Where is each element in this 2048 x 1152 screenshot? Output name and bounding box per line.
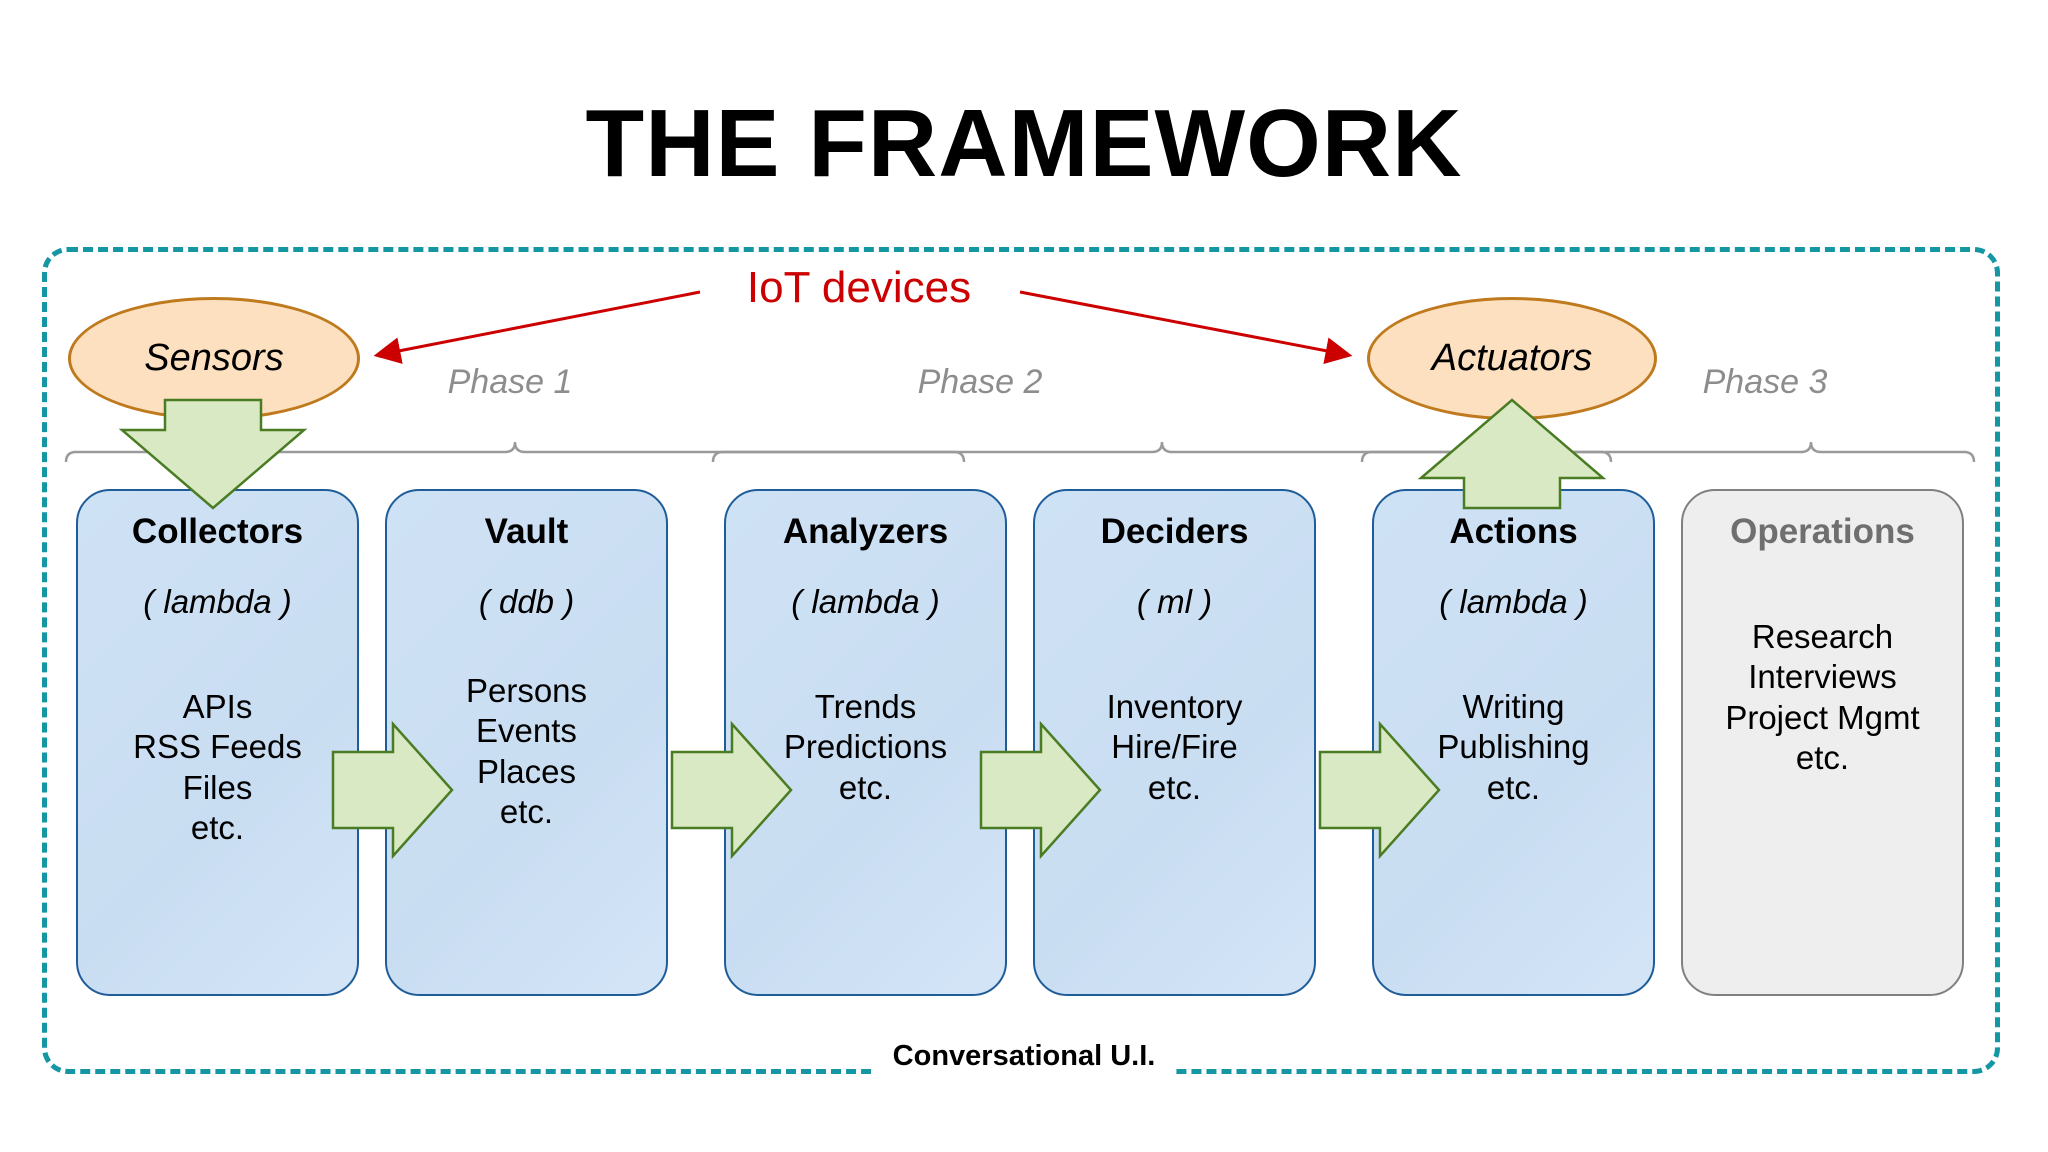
list-item: Predictions (783, 728, 948, 766)
list-item: etc. (1147, 768, 1202, 806)
phase-label-3: Phase 3 (1702, 363, 1828, 401)
column-items: Writing Publishing etc. (1374, 687, 1653, 808)
list-item: Publishing (1437, 728, 1590, 766)
column-operations[interactable]: Operations Research Interviews Project M… (1681, 489, 1964, 996)
column-items: Persons Events Places etc. (387, 671, 666, 832)
list-item: Inventory (1106, 688, 1243, 725)
column-subtitle: ( lambda ) (791, 582, 940, 620)
column-title: Vault (484, 512, 569, 551)
phase-label-1: Phase 1 (447, 363, 573, 401)
list-item: Events (476, 712, 577, 750)
column-subtitle: ( lambda ) (1439, 582, 1588, 620)
page-title: THE FRAMEWORK (585, 90, 1463, 197)
list-item: Research (1751, 618, 1894, 655)
column-items: Inventory Hire/Fire etc. (1035, 687, 1314, 808)
column-subtitle: ( ml ) (1136, 582, 1213, 620)
column-title: Analyzers (782, 512, 949, 551)
actuators-label: Actuators (1431, 337, 1593, 379)
sensors-label: Sensors (144, 337, 284, 379)
list-item: etc. (838, 768, 893, 806)
list-item: APIs (182, 688, 253, 725)
column-subtitle: ( lambda ) (143, 582, 292, 620)
column-title: Operations (1730, 512, 1915, 551)
list-item: etc. (1486, 768, 1541, 806)
conversational-ui-caption-text: Conversational U.I. (874, 1036, 1174, 1076)
column-title: Actions (1449, 512, 1578, 551)
column-vault[interactable]: Vault ( ddb ) Persons Events Places etc. (385, 489, 668, 996)
column-subtitle: ( ddb ) (478, 582, 575, 620)
actuators-ellipse: Actuators (1367, 297, 1657, 420)
conversational-ui-caption: Conversational U.I. (0, 1036, 2048, 1076)
column-actions[interactable]: Actions ( lambda ) Writing Publishing et… (1372, 489, 1655, 996)
list-item: etc. (499, 792, 554, 830)
list-item: Writing (1462, 688, 1565, 725)
phase-label-2: Phase 2 (917, 363, 1043, 401)
list-item: Files (182, 768, 253, 806)
column-analyzers[interactable]: Analyzers ( lambda ) Trends Predictions … (724, 489, 1007, 996)
column-items: Trends Predictions etc. (726, 687, 1005, 808)
column-title: Collectors (131, 512, 304, 551)
list-item: etc. (190, 808, 245, 846)
list-item: Hire/Fire (1111, 728, 1238, 766)
column-title: Deciders (1100, 512, 1249, 551)
list-item: Persons (465, 672, 588, 709)
column-deciders[interactable]: Deciders ( ml ) Inventory Hire/Fire etc. (1033, 489, 1316, 996)
list-item: RSS Feeds (133, 728, 302, 766)
iot-devices-label: IoT devices (746, 263, 972, 312)
list-item: Project Mgmt (1725, 698, 1920, 736)
column-collectors[interactable]: Collectors ( lambda ) APIs RSS Feeds Fil… (76, 489, 359, 996)
column-items: APIs RSS Feeds Files etc. (78, 687, 357, 848)
list-item: Trends (814, 688, 917, 725)
list-item: Places (476, 752, 577, 790)
list-item: Interviews (1748, 658, 1897, 696)
column-items: Research Interviews Project Mgmt etc. (1683, 617, 1962, 778)
sensors-ellipse: Sensors (68, 297, 360, 420)
list-item: etc. (1795, 738, 1850, 776)
